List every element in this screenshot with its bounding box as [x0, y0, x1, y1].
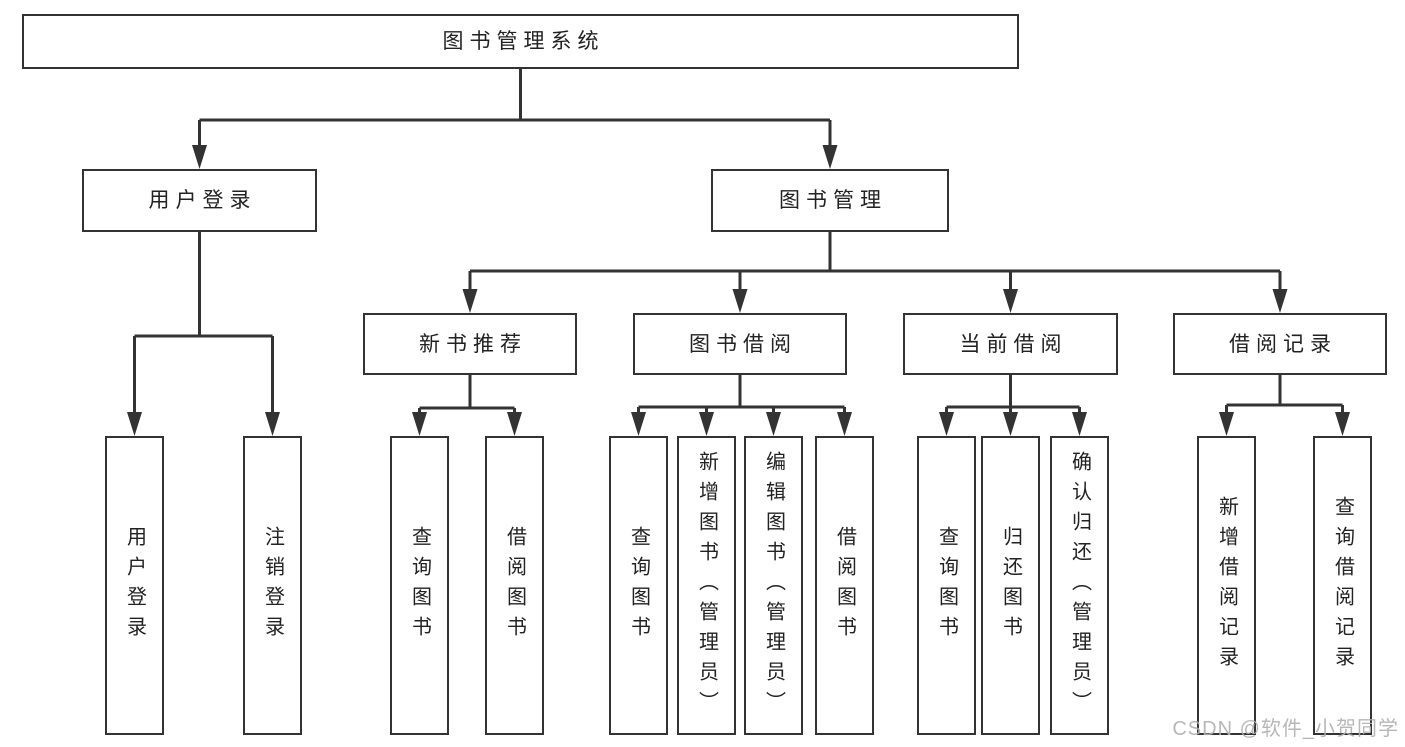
node-book-borrowing: 图书借阅 — [633, 313, 847, 375]
leaf-borrowing-query-book: 查询图书 — [609, 436, 668, 735]
node-book-management-system: 图书管理系统 — [22, 14, 1019, 69]
node-label: 查询图书 — [935, 525, 958, 646]
csdn-watermark: CSDN @软件_小贺同学 — [1172, 718, 1399, 740]
node-label: 用户登录 — [148, 189, 257, 212]
leaf-borrowing-edit-book-admin: 编辑图书（管理员） — [744, 436, 803, 735]
node-label: 新增图书（管理员） — [695, 450, 718, 721]
node-label: 当前借阅 — [959, 332, 1068, 356]
leaf-user-login: 用户登录 — [105, 436, 164, 735]
leaf-current-query-book: 查询图书 — [917, 436, 976, 735]
leaf-logout: 注销登录 — [243, 436, 302, 735]
node-label: 借阅记录 — [1229, 332, 1337, 356]
node-label: 注销登录 — [261, 525, 284, 646]
node-label: 新增借阅记录 — [1215, 495, 1238, 676]
node-label: 图书管理系统 — [442, 30, 605, 53]
node-label: 归还图书 — [999, 525, 1022, 646]
node-label: 借阅图书 — [833, 525, 856, 646]
leaf-current-confirm-return-admin: 确认归还（管理员） — [1050, 436, 1109, 735]
node-label: 新书推荐 — [419, 332, 527, 356]
node-label: 用户登录 — [123, 525, 146, 646]
leaf-borrowing-borrow-book: 借阅图书 — [815, 436, 874, 735]
node-label: 借阅图书 — [503, 525, 526, 646]
node-borrowing-records: 借阅记录 — [1173, 313, 1387, 375]
node-label: 编辑图书（管理员） — [762, 450, 785, 721]
leaf-records-query-borrow-record: 查询借阅记录 — [1313, 436, 1372, 735]
node-label: 查询图书 — [627, 525, 650, 646]
node-label: 确认归还（管理员） — [1068, 450, 1091, 721]
node-label: 图书管理 — [779, 189, 887, 212]
leaf-recommend-borrow-book: 借阅图书 — [485, 436, 544, 735]
node-current-borrowing: 当前借阅 — [903, 313, 1118, 375]
leaf-current-return-book: 归还图书 — [981, 436, 1040, 735]
node-label: 查询图书 — [408, 525, 431, 646]
node-label: 图书借阅 — [689, 332, 797, 356]
node-label: 查询借阅记录 — [1331, 495, 1354, 676]
leaf-recommend-query-book: 查询图书 — [390, 436, 449, 735]
leaf-borrowing-add-book-admin: 新增图书（管理员） — [677, 436, 736, 735]
leaf-records-add-borrow-record: 新增借阅记录 — [1197, 436, 1256, 735]
node-new-book-recommend: 新书推荐 — [363, 313, 577, 375]
node-user-login: 用户登录 — [82, 169, 317, 232]
node-book-management: 图书管理 — [711, 169, 949, 232]
